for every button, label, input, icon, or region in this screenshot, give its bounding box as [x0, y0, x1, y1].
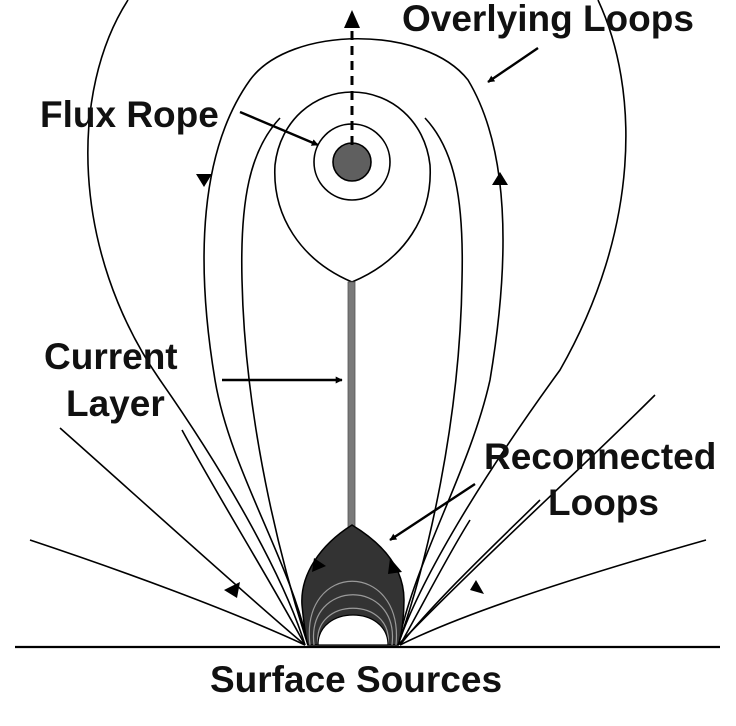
field-direction-arrow — [492, 172, 508, 185]
field-direction-arrow — [470, 580, 484, 594]
flux-rope-pointer — [239, 110, 319, 147]
flow-arrow-head — [388, 558, 402, 574]
reconnected-loops-pointer — [389, 482, 476, 542]
open-field-line — [59, 427, 306, 646]
inner-loop-right — [397, 117, 464, 646]
field-direction-arrow — [224, 582, 240, 598]
reconnected-loops-label-line2: Loops — [548, 482, 659, 523]
open-field-line — [181, 429, 306, 646]
overlying-loops-label: Overlying Loops — [402, 0, 694, 39]
open-field-line — [399, 519, 471, 646]
flux-rope-label: Flux Rope — [40, 94, 219, 135]
open-field-line — [397, 394, 656, 646]
reconnected-loop — [308, 580, 397, 646]
inner-loop-left — [240, 117, 309, 646]
outer-field-line-left — [87, 0, 306, 646]
open-field-line — [399, 539, 707, 646]
outer-field-line-right — [397, 0, 627, 646]
eruption-arrow-head — [344, 10, 360, 28]
current-layer-label-line2: Layer — [66, 383, 165, 424]
current-layer — [347, 281, 356, 529]
reconnected-loop — [317, 607, 389, 646]
separatrix-loop — [274, 91, 431, 283]
reconnected-loop-core — [317, 614, 389, 646]
overlying-loops-pointer — [487, 47, 539, 83]
overlying-loop — [203, 38, 504, 646]
open-field-line — [29, 539, 306, 646]
flux-rope-core — [332, 142, 372, 182]
field-direction-arrow — [196, 174, 212, 187]
current-layer-label-line1: Current — [44, 336, 178, 377]
reconnected-loops-label-line1: Reconnected — [484, 436, 716, 477]
surface-sources-label: Surface Sources — [210, 659, 502, 700]
flow-arrow-head — [312, 558, 326, 572]
reconnected-loop — [313, 594, 393, 646]
